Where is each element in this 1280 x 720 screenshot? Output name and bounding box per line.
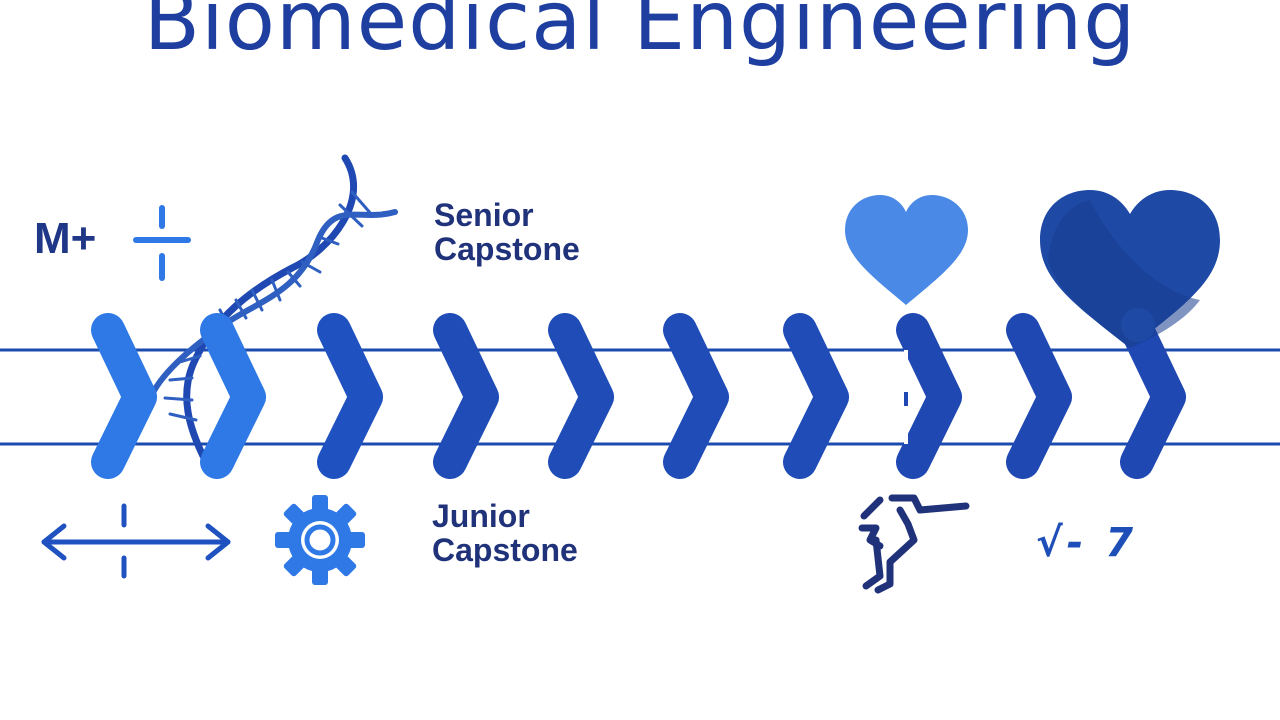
senior-capstone-label: Senior Capstone: [434, 198, 580, 266]
chevron-5: [548, 313, 614, 479]
dna-icon: [145, 154, 398, 464]
heart-icon-large: [1040, 190, 1220, 348]
math-plus-text: M+: [34, 214, 97, 263]
chevron-7: [783, 313, 849, 479]
double-arrow-icon: [41, 503, 231, 579]
chevron-6: [663, 313, 729, 479]
chevron-4: [433, 313, 499, 479]
chevron-1: [91, 313, 157, 479]
junior-label-line1: Junior: [432, 498, 530, 534]
chevron-3: [317, 313, 383, 479]
gear-icon: [275, 495, 365, 585]
divide-icon: [133, 205, 191, 281]
chevron-8: [896, 313, 962, 479]
chevron-10: [1120, 313, 1186, 479]
senior-label-line1: Senior: [434, 197, 534, 233]
senior-label-line2: Capstone: [434, 231, 580, 267]
chevron-row: [91, 313, 1186, 479]
formula-text: √- 7: [1036, 520, 1138, 566]
chevron-9: [1006, 313, 1072, 479]
walking-figure-icon: [858, 494, 970, 594]
junior-label-line2: Capstone: [432, 532, 578, 568]
junior-capstone-label: Junior Capstone: [432, 499, 578, 567]
diagram-title: Biomedical Engineering: [143, 0, 1137, 69]
heart-icon-small: [845, 195, 968, 305]
chevron-2: [200, 313, 266, 479]
